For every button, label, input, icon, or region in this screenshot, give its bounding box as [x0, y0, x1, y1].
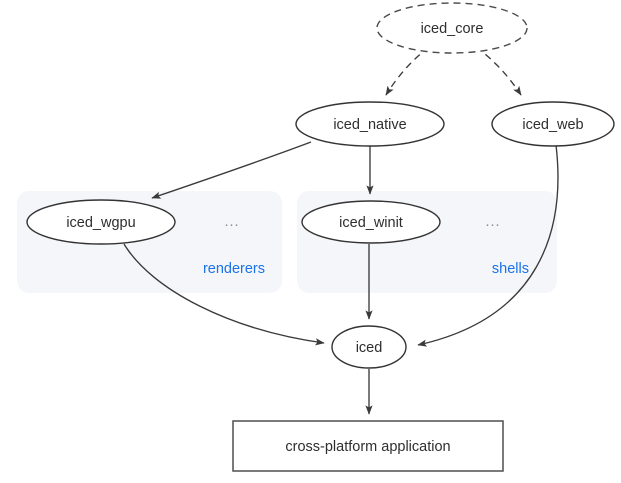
node-app-shape[interactable] [232, 420, 504, 472]
node-iced_winit[interactable]: iced_winit [301, 200, 441, 244]
node-iced_native-shape[interactable] [295, 101, 445, 147]
edge-iced_core-to-iced_web [475, 46, 522, 96]
node-iced_web-shape[interactable] [491, 101, 615, 147]
node-iced_wgpu[interactable]: iced_wgpu [26, 199, 176, 245]
edge-iced_wgpu-to-iced [123, 243, 325, 346]
node-iced_wgpu-shape[interactable] [26, 199, 176, 245]
node-cross-platform-application[interactable]: cross-platform application [232, 420, 504, 472]
node-iced_native[interactable]: iced_native [295, 101, 445, 147]
edge-iced_core-to-iced_native [385, 46, 430, 96]
edge-iced_web-to-iced [417, 144, 559, 347]
node-iced_core[interactable]: iced_core [376, 2, 528, 54]
node-iced_core-shape[interactable] [376, 2, 528, 54]
node-iced_web[interactable]: iced_web [491, 101, 615, 147]
node-iced[interactable]: iced [331, 325, 407, 369]
node-iced_winit-shape[interactable] [301, 200, 441, 244]
edge-iced_native-to-iced_wgpu [151, 141, 312, 199]
node-iced-shape[interactable] [331, 325, 407, 369]
